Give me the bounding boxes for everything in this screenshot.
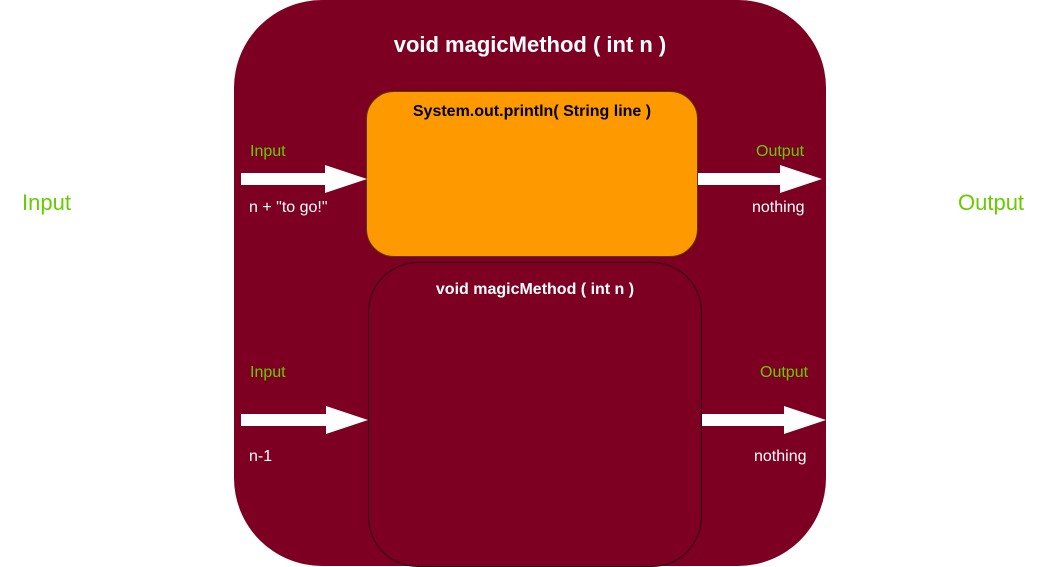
top-output-label: Output [756, 143, 805, 160]
side-input-label: Input [22, 190, 71, 215]
side-output-label: Output [958, 190, 1025, 215]
bottom-input-arrow [241, 406, 368, 434]
bottom-output-arrow [702, 406, 826, 434]
top-output-value: nothing [752, 199, 805, 216]
top-input-label: Input [250, 143, 286, 160]
outer-method-title: void magicMethod ( int n ) [393, 32, 667, 57]
bottom-output-label: Output [760, 364, 809, 381]
bottom-output-value: nothing [754, 448, 807, 465]
inner-method-box [368, 262, 702, 567]
bottom-input-value: n-1 [249, 448, 273, 465]
inner-method-title: void magicMethod ( int n ) [435, 281, 635, 298]
println-box [366, 91, 698, 257]
println-title: System.out.println( String line ) [412, 103, 652, 120]
top-output-arrow [698, 165, 822, 193]
bottom-input-label: Input [250, 364, 286, 381]
top-input-arrow [241, 165, 367, 193]
top-input-value: n + "to go!" [249, 199, 328, 216]
